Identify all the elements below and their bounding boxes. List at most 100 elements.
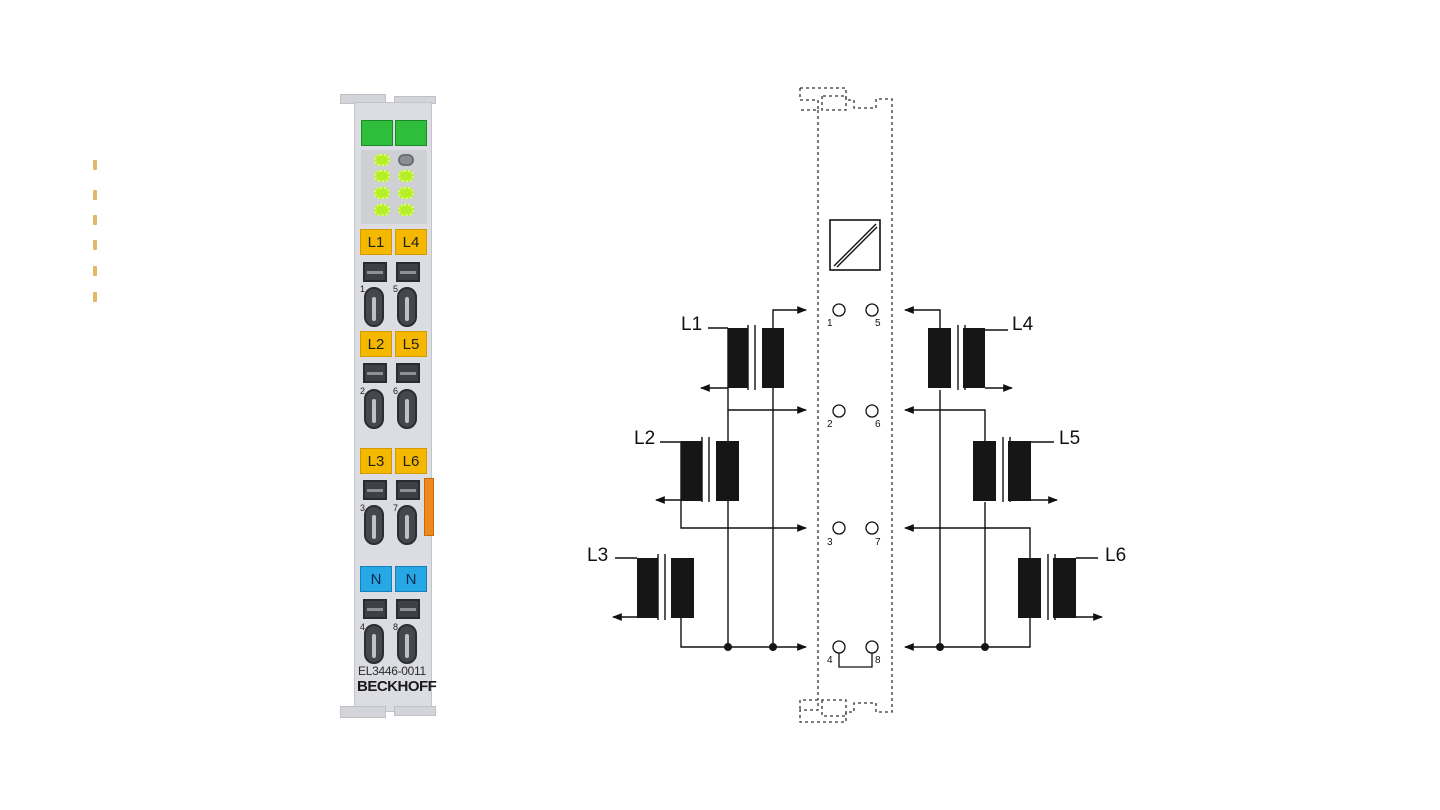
housing-inner-top bbox=[821, 95, 847, 111]
contact-label-3: 3 bbox=[827, 537, 833, 548]
terminal-label-l6: L6 bbox=[395, 448, 427, 474]
transformer-label-l6: L6 bbox=[1105, 545, 1126, 566]
contact-3 bbox=[832, 521, 846, 535]
contact-6 bbox=[865, 404, 879, 418]
terminal-number: 3 bbox=[360, 503, 366, 513]
l1-core-right bbox=[762, 328, 784, 388]
l2-core-right bbox=[716, 441, 739, 501]
contact-pin bbox=[93, 240, 97, 250]
status-window-left bbox=[361, 120, 393, 146]
part-number: EL3446-0011 bbox=[358, 664, 426, 678]
right-neutral-wire bbox=[904, 618, 1031, 651]
orange-marker-tab bbox=[424, 478, 434, 536]
terminal-label-l1: L1 bbox=[360, 229, 392, 255]
contact-4 bbox=[832, 640, 846, 654]
release-lever[interactable] bbox=[364, 287, 384, 327]
contact-1 bbox=[832, 303, 846, 317]
release-lever[interactable] bbox=[397, 505, 417, 545]
contact-8 bbox=[865, 640, 879, 654]
l4-core-left bbox=[928, 328, 951, 388]
l1-core-left bbox=[728, 328, 748, 388]
status-led bbox=[374, 170, 390, 182]
status-led bbox=[398, 170, 414, 182]
transformer-label-l4: L4 bbox=[1012, 314, 1034, 335]
l3-core-right bbox=[671, 558, 694, 618]
transformer-label-l2: L2 bbox=[634, 428, 655, 449]
terminal-label-n-left: N bbox=[360, 566, 392, 592]
bottom-rail-clip bbox=[340, 706, 386, 718]
l5-core-left bbox=[973, 441, 996, 501]
status-led-off bbox=[398, 154, 414, 166]
release-lever[interactable] bbox=[364, 505, 384, 545]
left-neutral-wire bbox=[680, 618, 807, 651]
terminal-label-l5: L5 bbox=[395, 331, 427, 357]
converter-icon bbox=[829, 219, 881, 271]
spring-clamp[interactable] bbox=[396, 363, 420, 383]
status-led bbox=[374, 154, 390, 166]
housing-inner-bottom bbox=[821, 699, 847, 717]
l4-core-right bbox=[963, 328, 985, 388]
transformer-label-l3: L3 bbox=[587, 545, 608, 566]
terminal-number: 7 bbox=[393, 503, 399, 513]
spring-clamp[interactable] bbox=[363, 599, 387, 619]
terminal-label-l3: L3 bbox=[360, 448, 392, 474]
release-lever[interactable] bbox=[364, 624, 384, 664]
release-lever[interactable] bbox=[364, 389, 384, 429]
contact-pin bbox=[93, 292, 97, 302]
status-led bbox=[374, 204, 390, 216]
status-window-right bbox=[395, 120, 427, 146]
release-lever[interactable] bbox=[397, 287, 417, 327]
terminal-number: 4 bbox=[360, 622, 366, 632]
junction-dot bbox=[724, 643, 732, 651]
spring-clamp[interactable] bbox=[363, 363, 387, 383]
junction-dot bbox=[981, 643, 989, 651]
housing-outline bbox=[799, 87, 893, 723]
l3-core-left bbox=[637, 558, 658, 618]
contact-pin bbox=[93, 266, 97, 276]
contact-label-5: 5 bbox=[875, 318, 881, 329]
bottom-rail-clip-right bbox=[394, 706, 436, 716]
spring-clamp[interactable] bbox=[396, 480, 420, 500]
transformer-label-l1: L1 bbox=[681, 314, 702, 335]
l4-secondary-wire bbox=[904, 306, 941, 330]
terminal-label-n-right: N bbox=[395, 566, 427, 592]
contact-pin bbox=[93, 190, 97, 200]
l6-secondary-wire bbox=[904, 524, 1031, 558]
terminal-number: 1 bbox=[360, 284, 366, 294]
junction-dot bbox=[769, 643, 777, 651]
contact-label-8: 8 bbox=[875, 655, 881, 666]
l5-secondary-wire bbox=[904, 406, 986, 442]
spring-clamp[interactable] bbox=[363, 480, 387, 500]
release-lever[interactable] bbox=[397, 624, 417, 664]
terminal-number: 8 bbox=[393, 622, 399, 632]
contact-label-7: 7 bbox=[875, 537, 881, 548]
l5-core-right bbox=[1008, 441, 1031, 501]
terminal-number: 5 bbox=[393, 284, 399, 294]
status-led bbox=[374, 187, 390, 199]
l6-core-left bbox=[1018, 558, 1041, 618]
led-panel bbox=[361, 150, 427, 224]
terminal-number: 2 bbox=[360, 386, 366, 396]
contact-bridge-4-8 bbox=[838, 653, 873, 668]
contact-pin bbox=[93, 160, 97, 170]
terminal-number: 6 bbox=[393, 386, 399, 396]
release-lever[interactable] bbox=[397, 389, 417, 429]
l6-core-right bbox=[1053, 558, 1076, 618]
contact-label-4: 4 bbox=[827, 655, 833, 666]
transformer-label-l5: L5 bbox=[1059, 428, 1080, 449]
spring-clamp[interactable] bbox=[396, 262, 420, 282]
contact-5 bbox=[865, 303, 879, 317]
contact-label-1: 1 bbox=[827, 318, 833, 329]
spring-clamp[interactable] bbox=[363, 262, 387, 282]
contact-pin bbox=[93, 215, 97, 225]
terminal-label-l4: L4 bbox=[395, 229, 427, 255]
spring-clamp[interactable] bbox=[396, 599, 420, 619]
terminal-label-l2: L2 bbox=[360, 331, 392, 357]
contact-2 bbox=[832, 404, 846, 418]
contact-label-6: 6 bbox=[875, 419, 881, 430]
contact-label-2: 2 bbox=[827, 419, 833, 430]
contact-7 bbox=[865, 521, 879, 535]
l2-core-left bbox=[681, 441, 702, 501]
status-led bbox=[398, 204, 414, 216]
